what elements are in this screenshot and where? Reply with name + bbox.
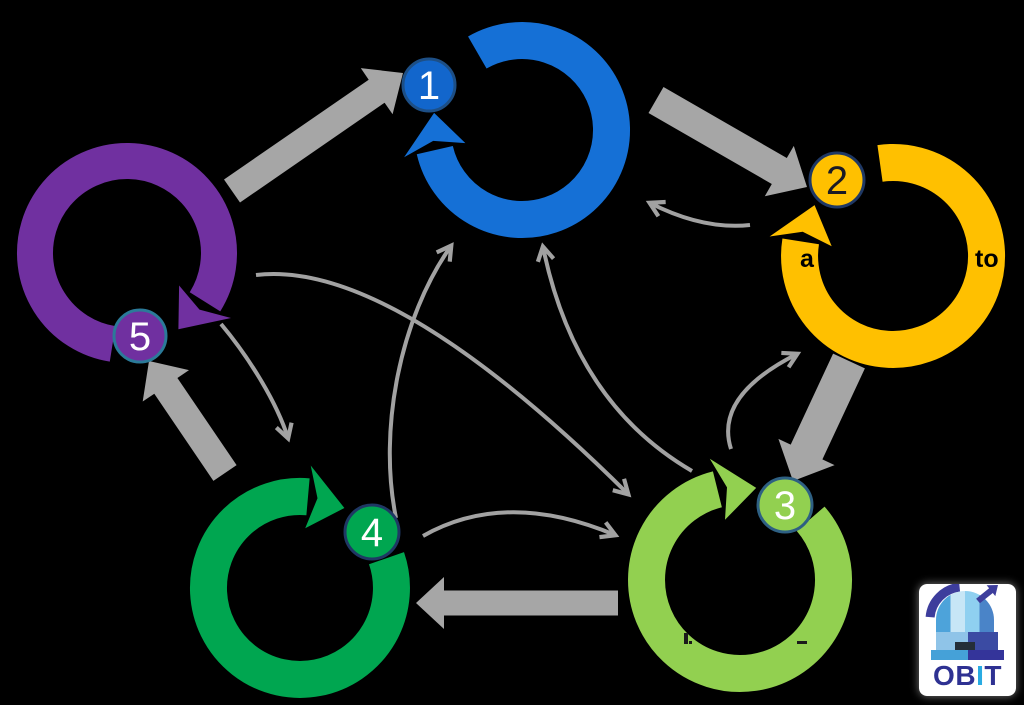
obit-logo: OBIT [919,584,1016,696]
ring-text-mark-1 [689,641,692,644]
cycle-arc-2 [781,144,1006,368]
thin-arrows-layer [219,199,802,540]
dome-base-left [931,650,968,660]
badge-circle-5 [112,308,168,364]
logo-letter-0: O [933,660,955,691]
cycle-ring-1 [404,22,631,238]
dome-mid-right [968,632,998,650]
cycle-badge-5: 5 [112,308,168,364]
cycle-arrowhead-5 [178,285,231,330]
cycle-arrowhead-2 [769,205,832,247]
badge-circle-4 [343,503,401,561]
block-arrow-4-to-5 [142,361,237,481]
block-arrows-layer [142,68,865,629]
block-arrow-3-to-4 [416,577,618,629]
badge-circle-2 [808,151,866,209]
cycle-badge-2: 2 [808,151,866,209]
dome-base-right [968,650,1004,660]
cycle-arrowhead-3 [709,458,757,520]
badge-number-4: 4 [361,511,383,555]
thin-arrow-5-to-3 [255,272,632,498]
ring-text-mark-2 [797,641,807,644]
thin-arrow-4-to-1 [387,242,454,519]
logo-letter-2: I [976,660,984,691]
thin-arrow-3-to-2 [726,350,802,450]
cycle-arc-4 [189,477,410,698]
badge-circle-1 [401,57,457,113]
cycle-arc-5 [17,143,237,362]
logo-arc [925,584,961,618]
text-fragment-0: a [800,245,815,273]
cycle-arrowhead-4 [305,465,345,529]
logo-letter-3: T [984,660,1002,691]
block-arrow-5-to-1 [224,68,403,203]
ring-text-mark-0 [684,633,688,644]
cycle-arrowhead-1 [404,112,466,158]
badge-circle-3 [756,476,814,534]
cycle-badge-3: 3 [756,476,814,534]
cycle-arc-1 [416,22,631,238]
badge-number-2: 2 [826,159,848,203]
badge-number-3: 3 [774,484,796,528]
thin-arrow-3-to-1 [535,242,694,473]
dome-aperture-slot [955,642,975,650]
badge-number-1: 1 [418,64,440,108]
block-arrow-2-to-3 [778,353,865,481]
logo-text: OBIT [933,660,1002,691]
logo-letter-1: B [955,660,976,691]
cycle-rings-layer [17,22,1006,698]
cycle-ring-2 [769,144,1006,368]
dome-band-1 [950,591,966,632]
cycle-ring-4 [189,465,410,698]
cycle-badge-4: 4 [343,503,401,561]
cycle-badge-1: 1 [401,57,457,113]
dome-band-2 [965,591,980,632]
logo-ne-arrow-icon [976,585,998,604]
cycle-arc-3 [628,471,852,693]
text-fragment-1: to [975,245,999,273]
thin-arrow-5-to-4 [219,322,294,443]
thin-arrow-2-to-1 [645,199,751,228]
thin-arrow-4-to-3 [422,510,620,540]
cycle-ring-5 [17,143,237,362]
badge-number-5: 5 [129,315,151,359]
badges-layer: 1 2 3 4 5 [112,57,866,561]
block-arrow-1-to-2 [648,87,807,197]
text-fragments-layer: a to [684,245,999,644]
cycle-ring-3 [628,458,852,693]
